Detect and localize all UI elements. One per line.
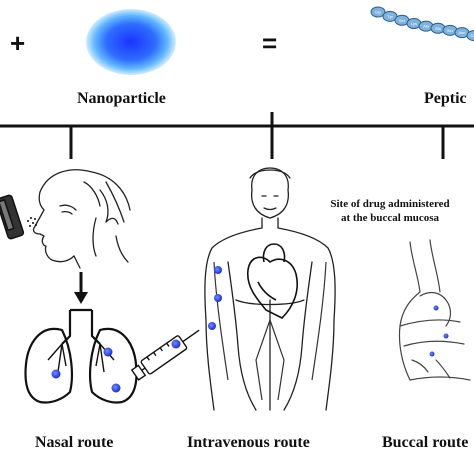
peptide-bead-label: Ser bbox=[447, 28, 454, 33]
face-profile-icon bbox=[32, 169, 131, 269]
peptide-bead-label: Cys bbox=[471, 33, 474, 38]
human-body-icon bbox=[204, 167, 336, 411]
vein-nanoparticle-dot bbox=[214, 266, 222, 274]
plus-sign: + bbox=[10, 28, 26, 58]
lungs-icon bbox=[24, 308, 138, 404]
peptide-bead-label: Asn bbox=[459, 30, 466, 35]
vein-nanoparticle-dot bbox=[208, 322, 216, 330]
peptide-bead bbox=[370, 6, 386, 18]
syringe-icon bbox=[130, 329, 200, 381]
intravenous-route-label: Intravenous route bbox=[187, 434, 310, 451]
peptide-bead-label: Ala bbox=[423, 24, 430, 29]
arrow-down-icon bbox=[74, 272, 88, 304]
nasal-route-label: Nasal route bbox=[35, 434, 114, 451]
equals-sign: = bbox=[262, 28, 278, 58]
buccal-route-label: Buccal route bbox=[382, 434, 469, 451]
buccal-mucosa-icon bbox=[398, 239, 471, 381]
blood-vessels bbox=[213, 261, 327, 401]
peptide-bead-label: Glu bbox=[435, 26, 441, 31]
buccal-caption: Site of drug administered at the buccal … bbox=[315, 197, 465, 225]
vein-nanoparticle-dot bbox=[214, 294, 222, 302]
timeline-line bbox=[0, 112, 474, 159]
peptide-bead-label: Gly bbox=[375, 10, 381, 15]
peptide-bead-label: Lys bbox=[411, 21, 417, 26]
lung-nanoparticle-dot bbox=[111, 383, 121, 393]
lung-nanoparticle-dot bbox=[103, 347, 113, 357]
peptide-bead-label: Tyr bbox=[387, 14, 393, 19]
syringe-nanoparticle-dot bbox=[171, 339, 181, 349]
heart-icon bbox=[246, 243, 298, 319]
peptide-bead-label: Ser bbox=[399, 18, 406, 23]
buccal-caption-line2: at the buccal mucosa bbox=[340, 212, 440, 224]
peptide-chain-icon: GlyTyrSerLysAlaGluSerAsnCys bbox=[370, 6, 474, 42]
nanoparticle-label: Nanoparticle bbox=[77, 90, 166, 107]
buccal-caption-line1: Site of drug administered bbox=[330, 198, 450, 210]
nanoparticle-icon bbox=[86, 9, 176, 75]
peptide-label: Peptic bbox=[424, 90, 467, 107]
buccal-nanoparticle-dots bbox=[429, 305, 449, 357]
inhaler-icon bbox=[0, 194, 37, 240]
peptide-bead bbox=[466, 30, 474, 42]
lung-nanoparticle-dot bbox=[51, 369, 61, 379]
